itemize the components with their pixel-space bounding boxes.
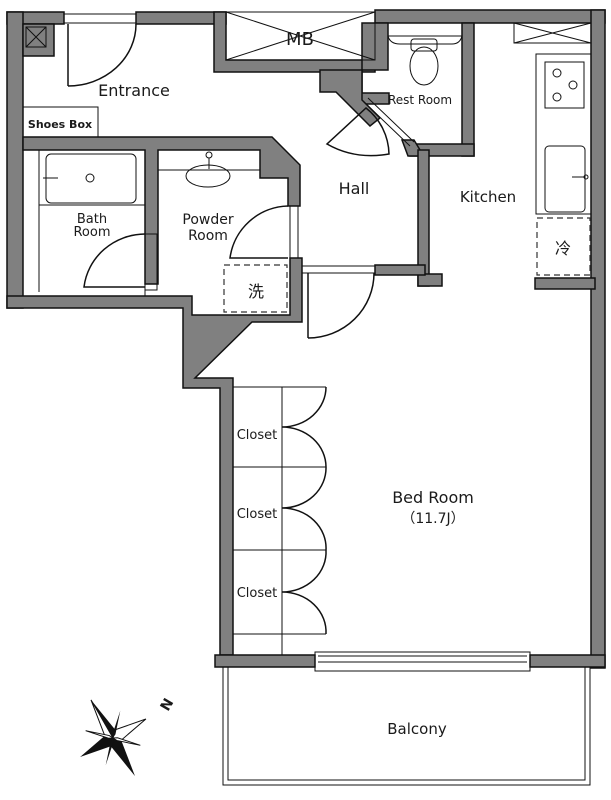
closet-door-3[interactable] — [281, 549, 327, 635]
label-kitchen: Kitchen — [460, 188, 516, 206]
balcony-outline — [222, 667, 591, 786]
compass-rose-icon — [80, 699, 147, 777]
toilet-bowl — [409, 46, 439, 86]
washer-label: 洗 — [248, 282, 264, 301]
wall-hall-bottom — [374, 264, 426, 276]
wall-left — [6, 11, 24, 309]
fridge-space — [536, 217, 591, 276]
wash-basin — [185, 164, 231, 188]
room-labels: Entrance Shoes Box MB Rest Room Hall Kit… — [28, 29, 516, 738]
label-powder-room-1: Powder — [182, 212, 233, 228]
restroom-door[interactable] — [363, 97, 415, 147]
stove — [544, 61, 585, 109]
balcony-window[interactable] — [314, 651, 531, 672]
hall-door-frame[interactable] — [301, 265, 376, 274]
wall-restroom-right — [461, 22, 475, 157]
bathtub — [45, 153, 137, 204]
fridge-label: 冷 — [555, 239, 571, 258]
fixtures: 冷 洗 — [22, 11, 592, 786]
label-closet-1: Closet — [237, 428, 278, 443]
closet-door-2[interactable] — [281, 466, 327, 551]
label-shoes-box: Shoes Box — [28, 118, 92, 131]
label-bath-room-2: Room — [73, 225, 110, 240]
kitchen-counter — [535, 53, 592, 215]
wall-bath-bottom — [6, 257, 303, 656]
wall-bottom-left — [214, 654, 316, 668]
label-mb: MB — [286, 29, 314, 50]
compass-north-label: N — [158, 696, 178, 714]
wall-bottom-right — [529, 654, 606, 668]
bath-frame — [22, 149, 146, 297]
bath-door[interactable] — [83, 233, 146, 288]
pipe-shaft — [25, 26, 47, 48]
label-entrance: Entrance — [98, 81, 170, 100]
wall-right — [590, 9, 606, 669]
label-closet-3: Closet — [237, 586, 278, 601]
closet-door-1[interactable] — [281, 386, 327, 468]
label-balcony: Balcony — [387, 720, 447, 738]
wall-restroom-diag — [319, 69, 382, 128]
kitchen-sink — [544, 145, 586, 213]
label-hall: Hall — [339, 179, 370, 198]
wall-top-mid — [135, 11, 227, 25]
washer-space — [223, 264, 288, 313]
shoes-box — [22, 106, 99, 138]
label-powder-room-2: Room — [188, 228, 228, 244]
label-bed-room-size: （11.7J） — [401, 511, 464, 527]
wall-top-right — [374, 9, 606, 24]
entrance-door-frame[interactable] — [63, 13, 137, 24]
entrance-door-swing[interactable] — [67, 23, 137, 87]
wall-kitchen-stub — [417, 273, 443, 287]
hall-door-swing[interactable] — [307, 272, 375, 339]
label-closet-2: Closet — [237, 507, 278, 522]
label-bath-room-1: Bath — [77, 212, 107, 227]
burners-icon — [552, 68, 578, 102]
label-bed-room: Bed Room — [392, 488, 474, 507]
wall-kitchen-right-stub — [534, 277, 596, 290]
mb-box — [225, 11, 376, 61]
wall-bath-top — [22, 136, 301, 285]
toilet-tank — [387, 35, 463, 45]
closets — [233, 386, 327, 655]
powder-room-door[interactable] — [229, 205, 289, 259]
walls — [6, 9, 606, 669]
label-rest-room: Rest Room — [388, 93, 452, 107]
vent-box — [513, 22, 592, 44]
